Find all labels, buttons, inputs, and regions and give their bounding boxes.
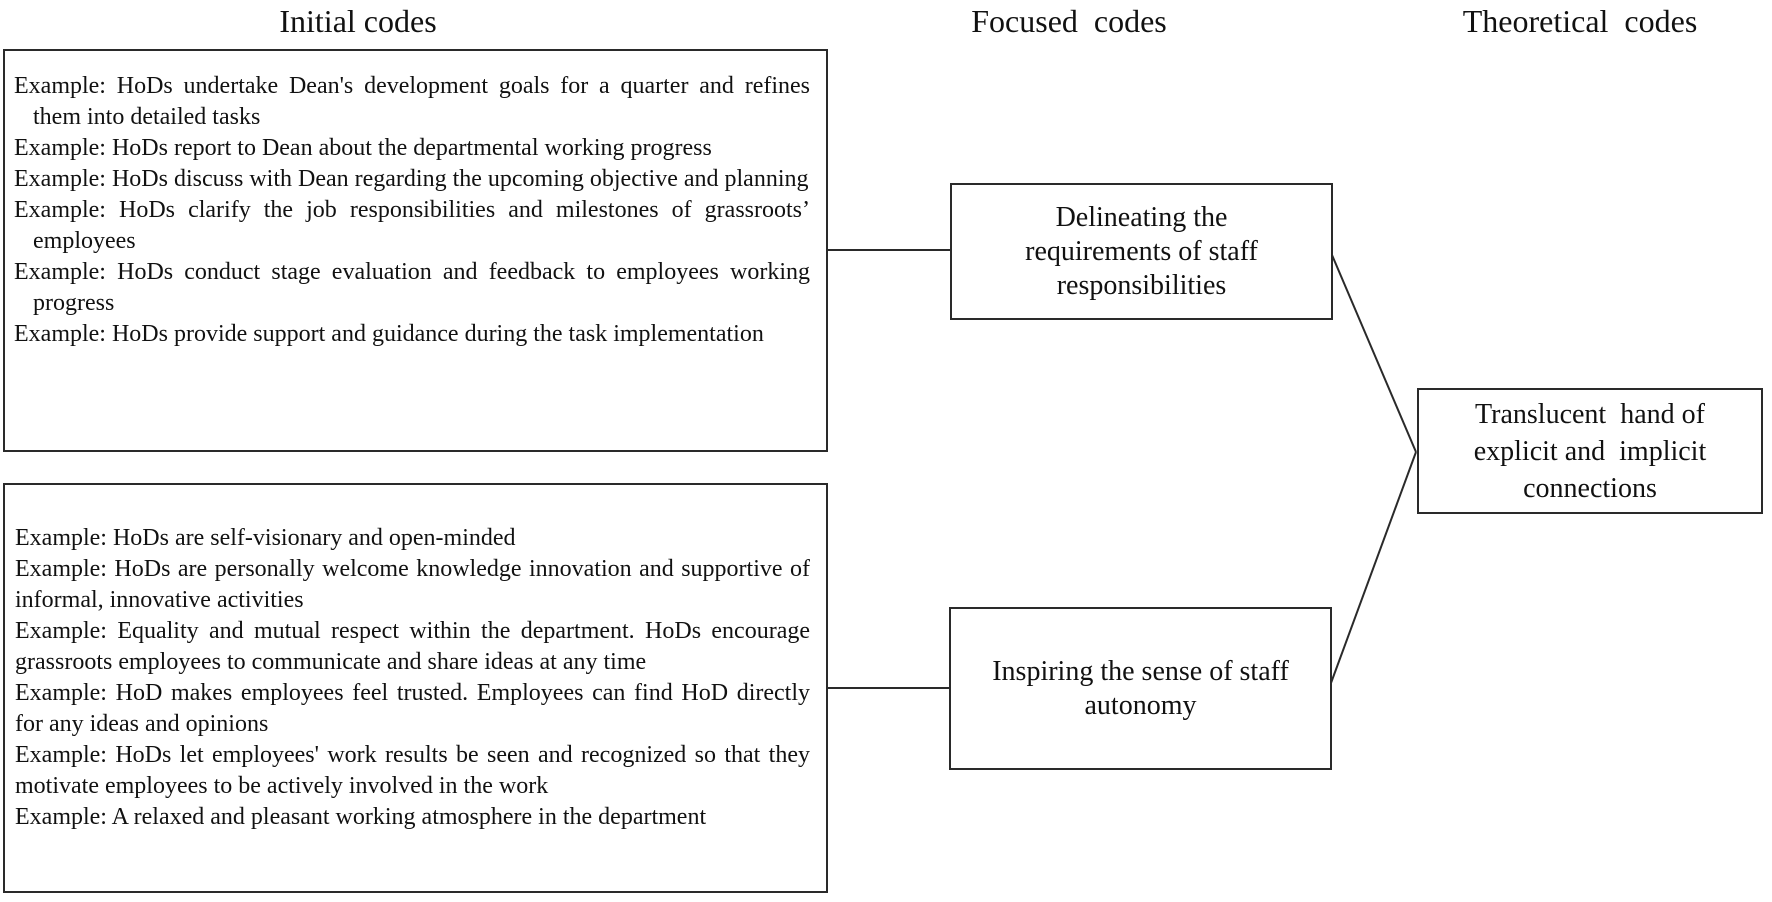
- column-title-theoretical-codes: Theoretical codes: [1462, 3, 1698, 39]
- example-item: Example: HoD makes employees feel truste…: [15, 680, 810, 737]
- example-item: Example: Equality and mutual respect wit…: [15, 618, 810, 675]
- focused-code-box-inspiring-autonomy: Inspiring the sense of staff autonomy: [949, 607, 1332, 770]
- example-item: Example: HoDs are personally welcome kno…: [15, 556, 810, 613]
- example-item: Example: HoDs provide support and guidan…: [14, 321, 764, 347]
- focused-code-label: Inspiring the sense of staff autonomy: [992, 655, 1289, 721]
- connector-focused2-to-theoretical: [1330, 451, 1417, 684]
- column-title-initial-codes: Initial codes: [279, 3, 437, 39]
- initial-codes-box-responsibilities: Example: HoDs undertake Dean's developme…: [3, 49, 828, 452]
- example-item: Example: A relaxed and pleasant working …: [15, 804, 707, 830]
- example-item: Example: HoDs are self-visionary and ope…: [15, 525, 516, 551]
- example-item: Example: HoDs let employees' work result…: [15, 742, 810, 799]
- example-item: Example: HoDs discuss with Dean regardin…: [14, 166, 809, 192]
- column-title-focused-codes: Focused codes: [971, 3, 1167, 39]
- focused-code-label: Delineating the requirements of staff re…: [1025, 201, 1258, 301]
- example-item: Example: HoDs undertake Dean's developme…: [14, 73, 810, 130]
- connector-focused1-to-theoretical: [1331, 254, 1417, 453]
- example-item: Example: HoDs conduct stage evaluation a…: [14, 259, 810, 316]
- theoretical-code-label: Translucent hand of explicit and implici…: [1473, 398, 1707, 504]
- example-item: Example: HoDs report to Dean about the d…: [14, 135, 712, 161]
- theoretical-code-box-translucent-hand: Translucent hand of explicit and implici…: [1417, 388, 1763, 514]
- focused-code-box-delineating-requirements: Delineating the requirements of staff re…: [950, 183, 1333, 320]
- example-item: Example: HoDs clarify the job responsibi…: [14, 197, 810, 254]
- initial-codes-box-autonomy: Example: HoDs are self-visionary and ope…: [3, 483, 828, 893]
